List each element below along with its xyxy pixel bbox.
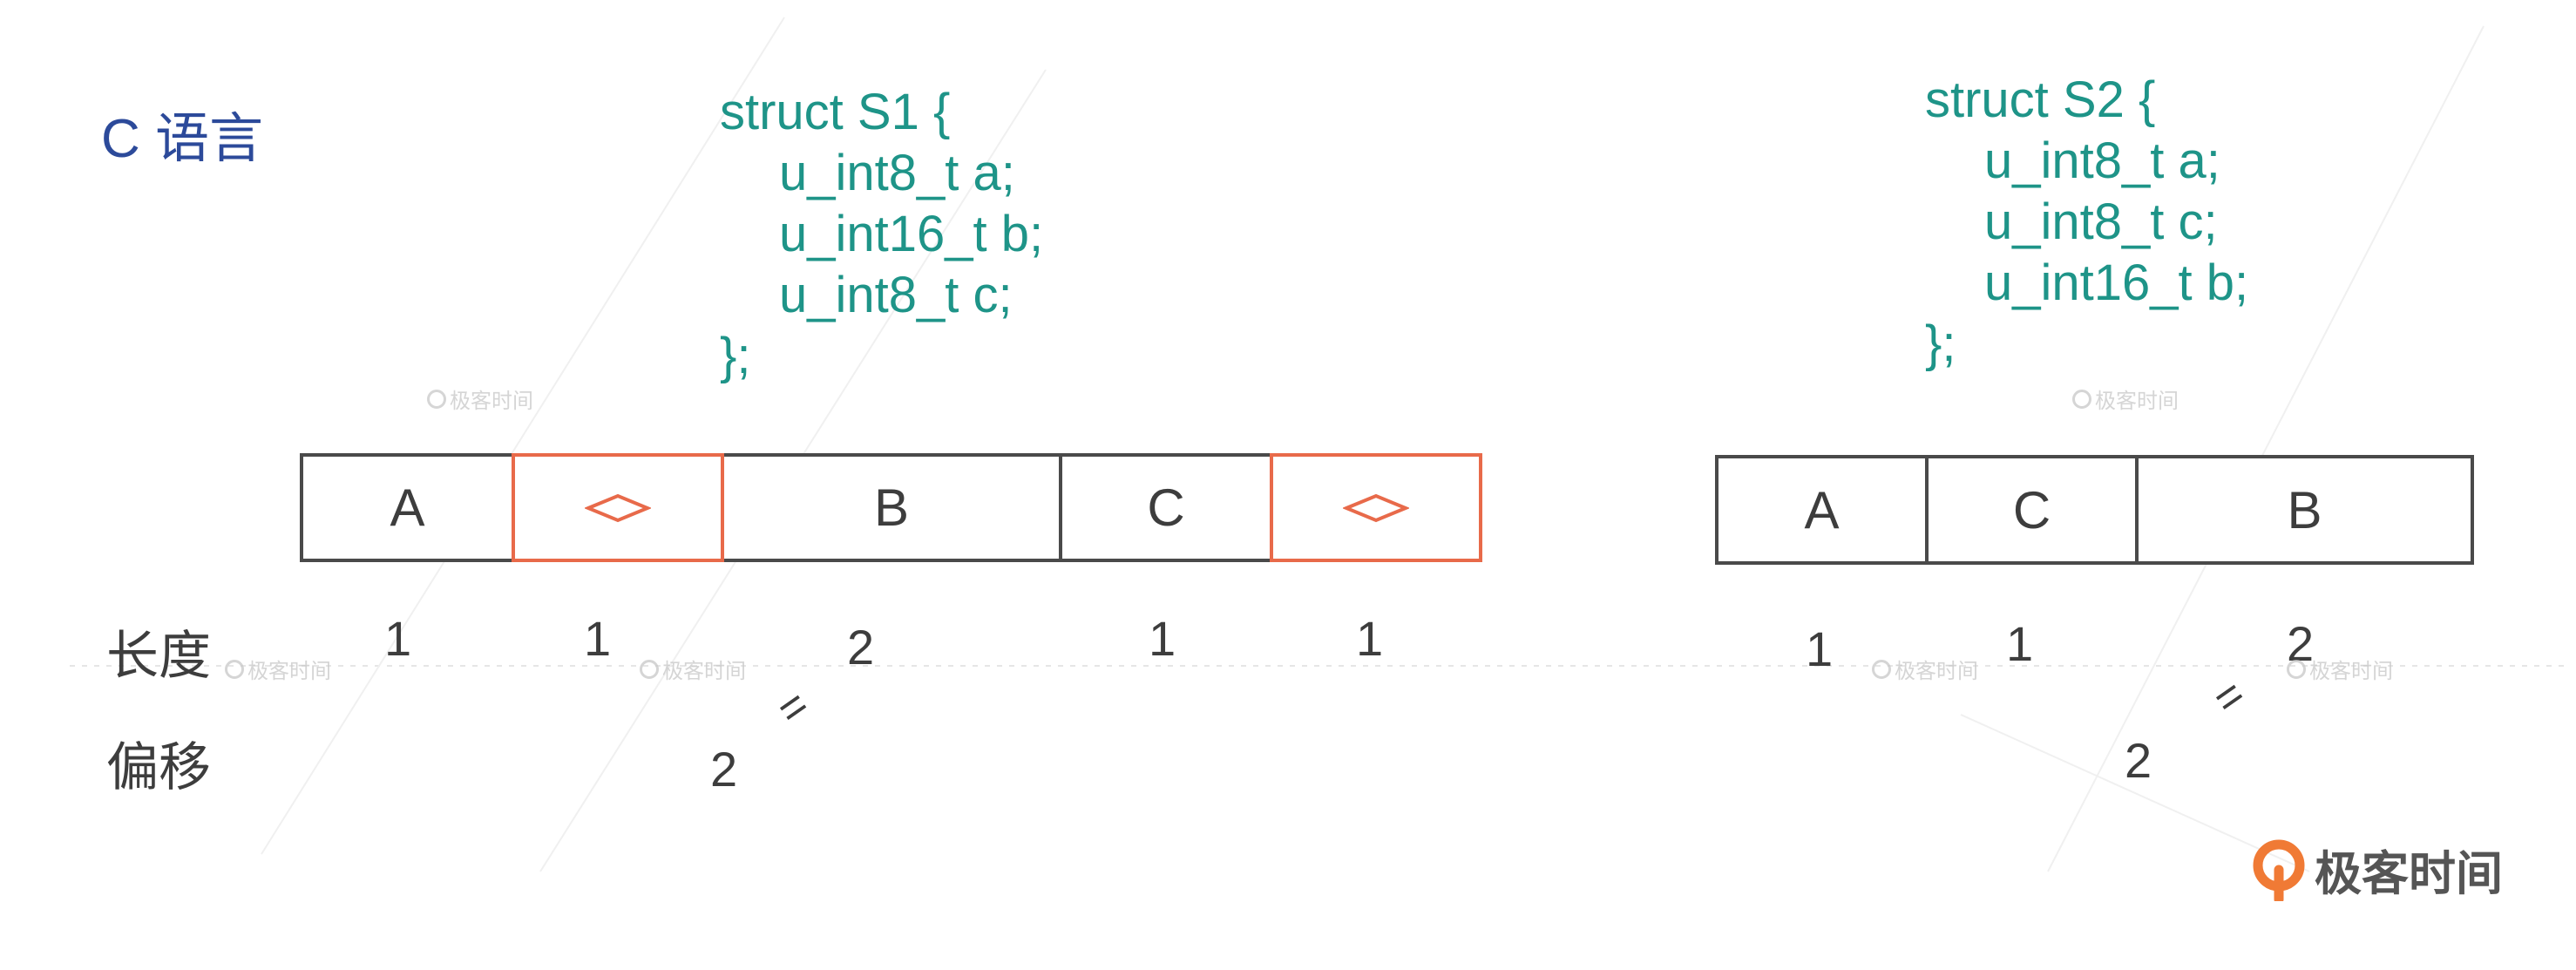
watermark-logo-icon — [640, 659, 659, 679]
length-value: 1 — [1806, 621, 1834, 676]
watermark: 极客时间 — [427, 383, 533, 414]
s1-cell-padding — [512, 453, 724, 562]
code-line: }; — [720, 328, 751, 384]
diamond-icon — [1343, 493, 1409, 522]
cell-label: B — [2287, 480, 2322, 539]
watermark: 极客时间 — [2287, 654, 2393, 684]
length-row-label: 长度 — [106, 627, 211, 685]
offset-row-label: 偏移 — [106, 738, 211, 797]
code-line: }; — [1925, 315, 1956, 372]
s2-cell-c: C — [1925, 455, 2139, 565]
struct-s2-code: struct S2 { u_int8_t a; u_int8_t c; u_in… — [1925, 70, 2248, 375]
offset-value: 2 — [710, 742, 738, 797]
diamond-icon — [585, 493, 651, 522]
length-value: 1 — [1149, 611, 1176, 666]
page-title: C 语言 — [101, 109, 264, 169]
s2-cell-b: B — [2135, 455, 2474, 565]
cell-label: B — [873, 478, 910, 537]
code-line: struct S2 { — [1925, 71, 2156, 128]
code-line: u_int16_t b; — [1984, 254, 2249, 311]
length-value: 2 — [847, 620, 875, 675]
code-line: u_int8_t a; — [779, 145, 1015, 201]
s1-cell-c: C — [1059, 453, 1273, 562]
s1-cell-a: A — [300, 453, 515, 562]
watermark-logo-icon — [225, 659, 244, 679]
length-value: 1 — [584, 611, 612, 666]
s1-cell-padding — [1270, 453, 1482, 562]
s2-cell-a: A — [1715, 455, 1929, 565]
cell-label: A — [390, 478, 425, 537]
watermark-logo-icon — [427, 389, 446, 409]
watermark: 极客时间 — [640, 654, 746, 684]
cell-label: C — [1147, 478, 1185, 537]
cell-label: C — [2012, 480, 2051, 539]
watermark: 极客时间 — [2072, 383, 2179, 414]
code-line: u_int8_t c; — [779, 267, 1013, 323]
watermark-logo-icon — [2287, 659, 2306, 679]
s1-cell-b: B — [721, 453, 1062, 562]
geektime-logo-icon — [2253, 839, 2305, 901]
length-value: 1 — [1356, 611, 1384, 666]
struct-s1-code: struct S1 { u_int8_t a; u_int16_t b; u_i… — [720, 82, 1043, 387]
watermark: 极客时间 — [225, 654, 331, 684]
brand-name: 极客时间 — [2315, 848, 2503, 900]
code-line: struct S1 { — [720, 84, 951, 140]
code-line: u_int8_t a; — [1984, 132, 2220, 189]
code-line: u_int8_t c; — [1984, 193, 2218, 250]
code-line: u_int16_t b; — [779, 206, 1044, 262]
length-value: 1 — [384, 611, 412, 666]
watermark: 极客时间 — [1872, 654, 1978, 684]
watermark-logo-icon — [2072, 389, 2091, 409]
cell-label: A — [1804, 480, 1840, 539]
offset-value: 2 — [2125, 733, 2152, 788]
brand-logo: 极客时间 — [2250, 835, 2503, 904]
length-value: 1 — [2006, 616, 2034, 671]
watermark-logo-icon — [1872, 659, 1891, 679]
